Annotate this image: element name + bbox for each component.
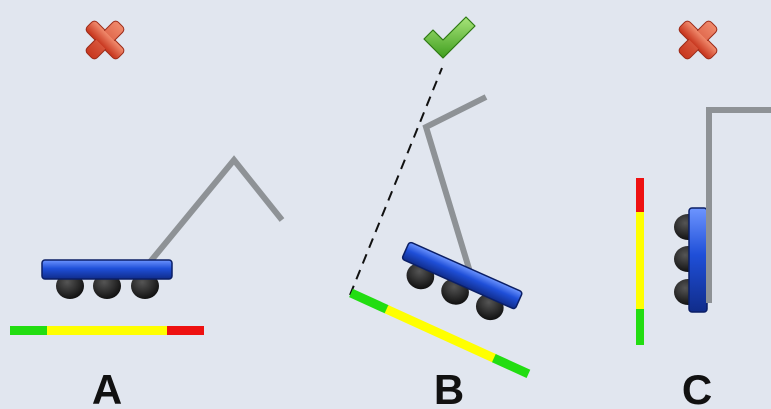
panel-label-a: A xyxy=(92,366,122,409)
scooter-deck xyxy=(688,207,708,313)
scooter-handle xyxy=(147,155,285,264)
scooter-deck xyxy=(41,259,173,280)
scooter-handle xyxy=(422,94,488,273)
alignment-line xyxy=(349,67,443,296)
scooter-handle xyxy=(706,107,771,303)
scooter-body xyxy=(401,241,523,321)
level-bar xyxy=(349,288,531,378)
panel-c: C xyxy=(636,20,771,409)
panel-b: B xyxy=(349,16,531,409)
cross-icon xyxy=(85,20,125,60)
panel-label-c: C xyxy=(682,366,712,409)
scooter-deck xyxy=(401,241,523,310)
panel-a: A xyxy=(10,20,285,409)
cross-icon xyxy=(678,20,718,60)
panel-label-b: B xyxy=(434,366,464,409)
check-icon xyxy=(423,16,476,59)
level-bar xyxy=(636,178,644,345)
level-bar xyxy=(10,326,204,335)
